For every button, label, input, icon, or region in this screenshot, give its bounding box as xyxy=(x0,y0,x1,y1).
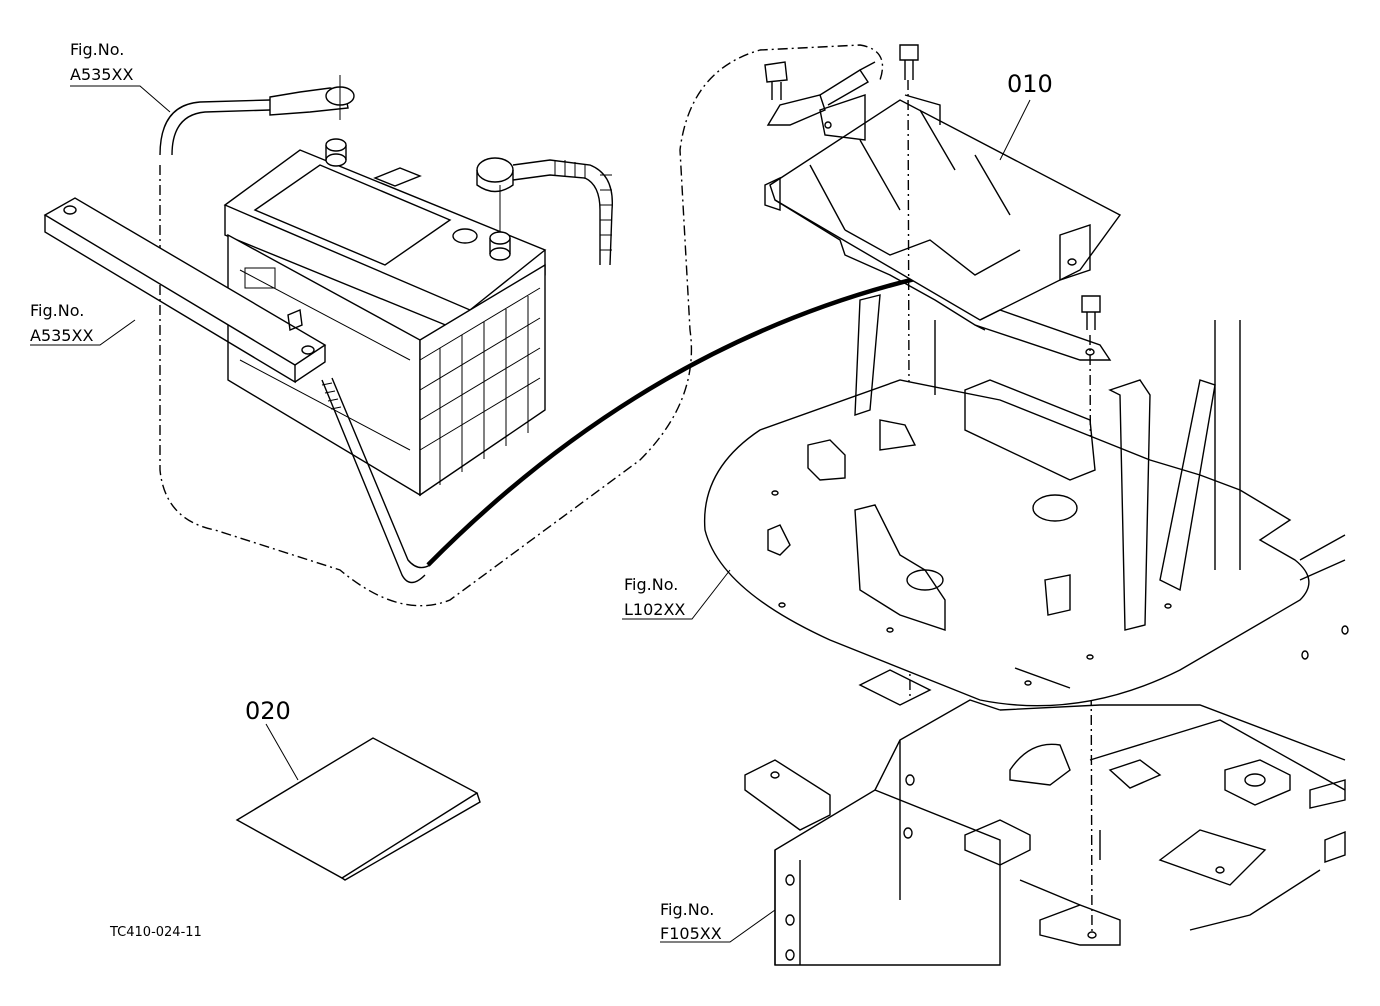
ref4-line1: Fig.No. xyxy=(660,900,714,919)
ref3-line2: L102XX xyxy=(624,600,685,619)
label-ref2: Fig.No. A535XX xyxy=(30,301,93,345)
label-ref3: Fig.No. L102XX xyxy=(624,575,685,619)
floor-plate xyxy=(703,294,1310,707)
ref2-line1: Fig.No. xyxy=(30,301,84,320)
ref2-line2: A535XX xyxy=(30,326,93,345)
negative-cable xyxy=(159,75,355,156)
leader-ref1 xyxy=(70,85,171,113)
label-ref4: Fig.No. F105XX xyxy=(660,900,722,943)
assembly-boundary xyxy=(159,44,884,607)
leader-ref3 xyxy=(622,569,731,620)
battery-bracket xyxy=(764,94,1122,361)
part-number-010: 010 xyxy=(1007,70,1053,98)
leader-ref2 xyxy=(30,319,136,346)
ref1-line1: Fig.No. xyxy=(70,40,124,59)
part-number-020: 020 xyxy=(245,697,291,725)
hold-down-bar xyxy=(43,197,327,384)
instruction-sheet xyxy=(235,737,481,881)
positive-cable xyxy=(476,157,614,266)
cable-connector xyxy=(766,61,876,126)
leader-ref4 xyxy=(660,909,776,943)
battery xyxy=(223,138,547,497)
ref4-line2: F105XX xyxy=(660,924,722,943)
drawing-code: TC410-024-11 xyxy=(109,925,202,940)
centerline-1 xyxy=(907,79,911,701)
hold-down-rod xyxy=(321,377,431,584)
leader-010 xyxy=(999,99,1031,161)
ref1-line2: A535XX xyxy=(70,65,133,84)
main-frame xyxy=(744,534,1349,966)
leader-020 xyxy=(265,723,299,781)
bracket-bolts xyxy=(764,44,1101,330)
label-ref1: Fig.No. A535XX xyxy=(70,40,133,84)
ref3-line1: Fig.No. xyxy=(624,575,678,594)
